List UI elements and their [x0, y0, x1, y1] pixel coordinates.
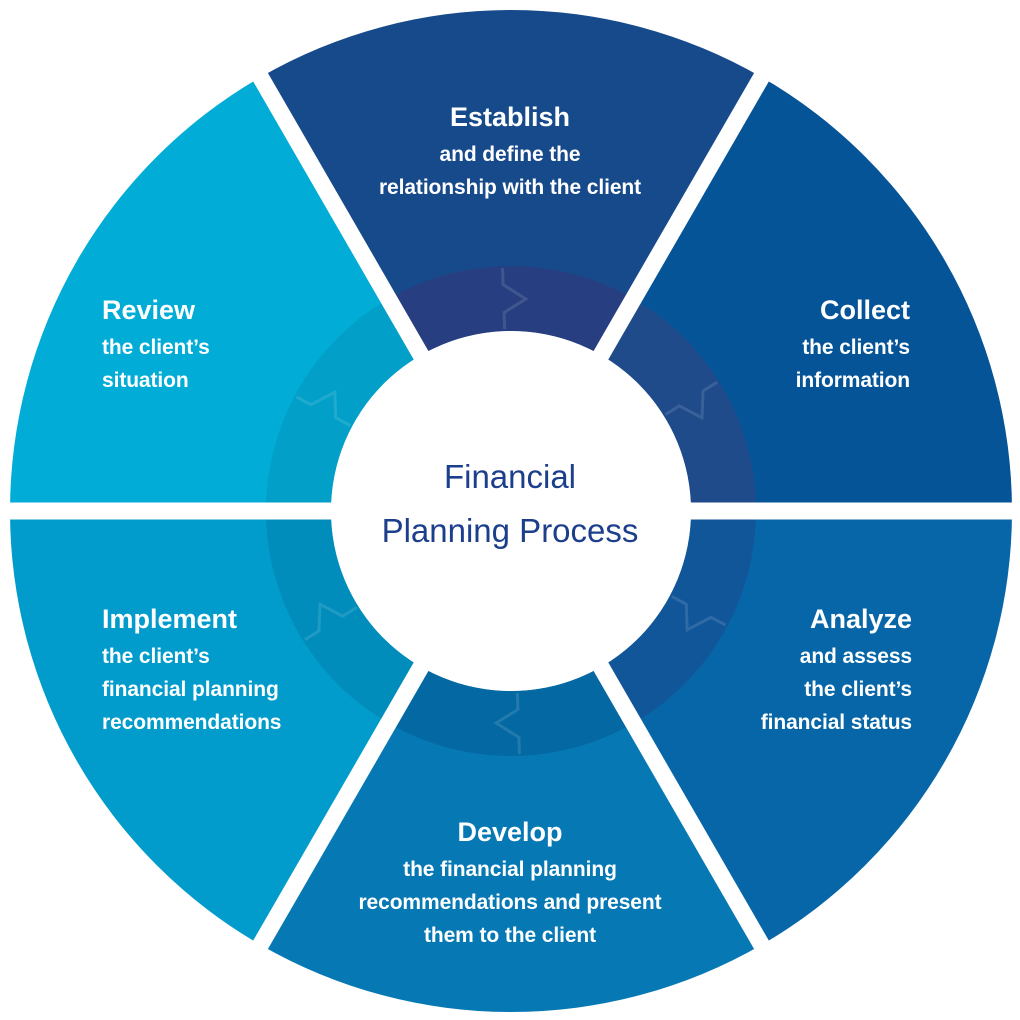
chevron-arrow-icon	[493, 692, 521, 754]
step-description-line: financial planning	[102, 678, 279, 701]
step-description-line: and assess	[799, 645, 912, 668]
chevron-arrow-icon	[304, 601, 358, 642]
step-description-line: relationship with the client	[378, 176, 642, 199]
step-title: Establish	[449, 102, 571, 132]
step-description-line: the client’s	[102, 336, 210, 359]
ring-segment-analyze	[601, 511, 756, 724]
chevron-arrow-icon	[670, 595, 727, 633]
step-description-line: recommendations	[102, 711, 282, 734]
center-circle	[331, 331, 691, 691]
segment-develop[interactable]	[260, 666, 762, 1013]
chevron-arrow-icon	[501, 268, 529, 330]
step-description-line: information	[795, 369, 910, 392]
step-analyze[interactable]: Analyze and assess the client’s financia…	[761, 602, 912, 739]
step-title: Analyze	[809, 604, 912, 634]
segment-establish[interactable]	[260, 9, 762, 356]
ring-segment-review	[266, 298, 421, 511]
chevron-arrow-icon	[295, 389, 352, 427]
step-implement[interactable]: Implement the client’s financial plannin…	[102, 602, 281, 739]
step-collect[interactable]: Collect the client’s information	[796, 293, 910, 397]
center-title-line-2: Planning Process	[381, 512, 639, 549]
step-establish[interactable]: Establish and define the relationship wi…	[330, 100, 690, 204]
step-review[interactable]: Review the client’s situation	[102, 293, 210, 397]
step-description-line: recommendations and present	[358, 891, 662, 914]
step-description-line: situation	[102, 369, 189, 392]
step-develop[interactable]: Develop the financial planning recommend…	[300, 815, 720, 952]
center-title-line-1: Financial	[443, 458, 577, 495]
segment-divider	[249, 65, 431, 364]
step-title: Develop	[457, 817, 563, 847]
ring-segment-collect	[601, 298, 756, 511]
step-description-line: and define the	[439, 143, 581, 166]
step-title: Implement	[102, 604, 238, 634]
segment-divider	[249, 658, 431, 957]
center-title: Financial Planning Process	[330, 450, 690, 558]
step-description-line: the financial planning	[403, 858, 617, 881]
step-description-line: the client’s	[804, 678, 912, 701]
step-description-line: the client’s	[102, 645, 210, 668]
step-description-line: the client’s	[802, 336, 910, 359]
ring-segment-implement	[266, 511, 421, 724]
step-title: Collect	[819, 295, 910, 325]
step-description-line: them to the client	[423, 924, 597, 947]
ring-segment-develop	[388, 666, 634, 756]
step-description-line: financial status	[760, 711, 912, 734]
segment-divider	[591, 65, 773, 364]
segment-divider	[591, 658, 773, 957]
step-title: Review	[102, 295, 196, 325]
chevron-arrow-icon	[664, 380, 718, 421]
ring-segment-establish	[388, 266, 634, 356]
